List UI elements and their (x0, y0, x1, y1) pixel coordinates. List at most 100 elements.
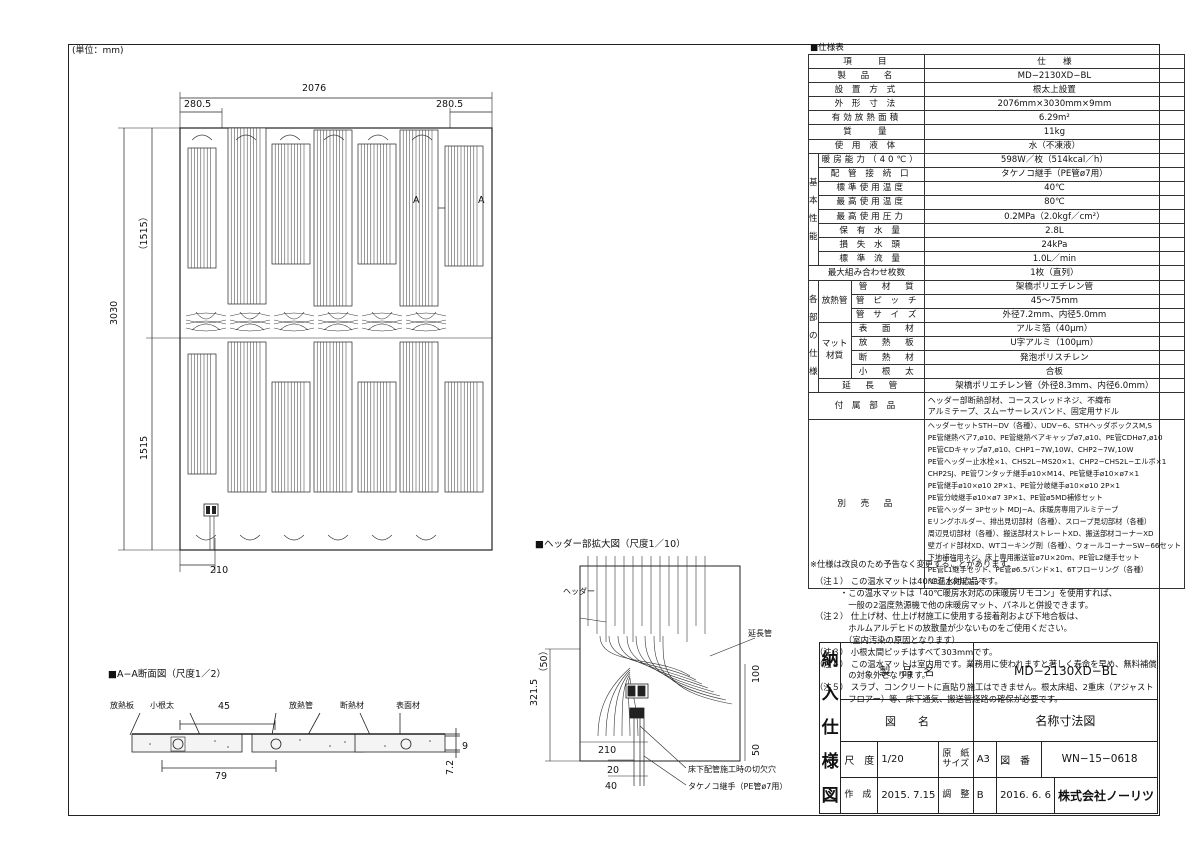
label-heat-plate: 放熱板 (110, 701, 134, 710)
spec-value: 2076mm×3030mm×9mm (923, 96, 1186, 112)
spec-label: 付 属 部 品 (808, 392, 925, 421)
dim-45: 45 (218, 701, 231, 712)
spec-label: 表 面 材 (850, 321, 925, 337)
label-header: ヘッダー (563, 587, 595, 596)
spec-header-item: 項 目 (808, 53, 925, 70)
spec-value: 架橋ポリエチレン管（外径8.3mm、内径6.0mm） (923, 378, 1186, 394)
optional-item-line: PE管継手ø10×ø10 2P×1、PE管分岐継手ø10×ø10 2P×1 (927, 481, 1120, 491)
spec-value: 1.0L／min (923, 251, 1186, 267)
scale-label: 尺 度 (840, 740, 879, 778)
note-line: ・この温水マットは「40℃暖房水対応の床暖房リモコン」を使用すれば、 (815, 587, 1117, 598)
spec-label: 配 管 接 続 口 (817, 166, 925, 182)
paper-label: 原 紙サイズ (938, 740, 974, 778)
parts-spec-group: 各部の仕様 (808, 279, 819, 394)
accessories-list: ヘッダー部断熱部材、コーススレッドネジ、不織布アルミテープ、スムーサーレスバンド… (923, 392, 1186, 421)
spec-value: MD−2130XD−BL (923, 68, 1186, 84)
section-mark-left: A (413, 195, 420, 206)
spec-label: 外 形 寸 法 (808, 96, 925, 112)
section-title: ■A−A断面図（尺度1／2） (108, 669, 227, 680)
spec-label: 最大組み合わせ枚数 (808, 265, 925, 281)
optional-item-line: PE管CDキャップø7,ø10、CHP1−7W,10W、CHP2−7W,10W (927, 445, 1134, 455)
dim-9: 9 (462, 741, 469, 752)
spec-label: 最高使用圧力 (817, 209, 925, 225)
label-extension-pipe: 延長管 (748, 629, 772, 638)
note-line: 一般の2温度熱源機で他の床暖房マット、パネルと併設できます。 (815, 599, 1094, 610)
spec-label: 管 材 質 (850, 279, 925, 295)
spec-value: 40℃ (923, 180, 1186, 196)
spec-value: 1枚（直列） (923, 265, 1186, 281)
pipe-group: 放熱管 (817, 279, 852, 323)
spec-label: 標 準 流 量 (817, 251, 925, 267)
optional-item-line: CHP2SJ、PE管ワンタッチ継手ø10×M14、PE管継手ø10×ø7×1 (927, 469, 1140, 479)
dim-bottom-210: 210 (210, 565, 229, 576)
dim-210-header: 210 (598, 745, 617, 756)
spec-value: 根太上設置 (923, 82, 1186, 98)
optional-item-line: NR仕上材用ボンド (927, 577, 989, 587)
spec-value: 11kg (923, 124, 1186, 140)
title-side: 納入仕様図 (818, 642, 842, 814)
dim-20: 20 (607, 765, 620, 776)
product-value: MD−2130XD−BL (972, 641, 1159, 701)
dim-upper-height: （1515） (139, 211, 150, 255)
spec-label: 管 ピ ッ チ (850, 293, 925, 309)
revision-label: 調 整 (938, 776, 974, 815)
spec-value: 24kPa (923, 237, 1186, 253)
note-line: ホルムアルデヒドの放散量が少ないものをご使用ください。 (815, 623, 1072, 634)
spec-label: 標準使用温度 (817, 180, 925, 196)
label-insulation: 断熱材 (340, 701, 364, 710)
optional-item-line: 壁ガイド部材XD、WTコーキング剤（各種）、ウォールコーナーSW−66セット (927, 541, 1182, 551)
revision-date: 2016. 6. 6 (996, 776, 1055, 815)
spec-label: 延 長 管 (817, 378, 925, 394)
spec-label: 別 売 品 (808, 419, 925, 590)
made-value: 2015. 7.15 (877, 776, 940, 815)
paper-value: A3 (972, 740, 998, 778)
spec-label: 小 根 太 (850, 364, 925, 380)
dim-right-width: 280.5 (436, 99, 464, 110)
spec-label: 放 熱 板 (850, 335, 925, 351)
optional-item-line: ヘッダーセットSTH−DV（各種）、UDV−6、STHヘッダボックスM,S (927, 421, 1152, 431)
spec-value: 合板 (923, 364, 1186, 380)
basic-performance-group: 基本性能 (808, 152, 819, 267)
label-cutout-hole: 床下配管施工時の切欠穴 (688, 765, 776, 774)
spec-label: 最高使用温度 (817, 194, 925, 211)
spec-value: 598W／枚（514kcal／h） (923, 152, 1186, 168)
spec-value: 6.29m² (923, 110, 1186, 126)
mat-outline (118, 92, 493, 572)
spec-label: 製 品 名 (808, 68, 925, 84)
dim-lower-height: 1515 (139, 435, 150, 460)
dim-total-width: 2076 (302, 83, 327, 94)
number-label: 図 番 (996, 740, 1043, 778)
section-aa-drawing (129, 712, 460, 772)
made-label: 作 成 (840, 776, 879, 815)
spec-value: 2.8L (923, 223, 1186, 239)
optional-items-list: ヘッダーセットSTH−DV（各種）、UDV−6、STHヘッダボックスM,S PE管… (923, 419, 1186, 590)
spec-label: 断 熱 材 (850, 349, 925, 366)
spec-value: 外径7.2mm、内径5.0mm (923, 307, 1186, 323)
accessory-line: アルミテープ、スムーサーレスバンド、固定用サドル (927, 407, 1119, 417)
section-mark-right: A (478, 195, 485, 206)
label-joint: タケノコ継手（PE管ø7用） (688, 782, 788, 791)
note-line: （室内汚染の原因となります） (815, 634, 960, 645)
unit-label: (単位：mm) (72, 46, 124, 56)
spec-value: タケノコ継手（PE管ø7用） (923, 166, 1186, 182)
spec-table-title: ■仕様表 (810, 43, 844, 53)
spec-label: 損 失 水 頭 (817, 237, 925, 253)
note-line: （注１） この温水マットは40℃温水対応品です。 (815, 576, 1003, 586)
optional-item-line: PE管継熱ベア7,ø10、PE管継熱ベアキャップø7,ø10、PE管CDHø7,… (927, 433, 1163, 443)
number-value: WN−15−0618 (1041, 740, 1158, 778)
mat-group: マット材質 (817, 321, 852, 380)
drawing-value: 名称寸法図 (972, 699, 1159, 742)
spec-value: 80℃ (923, 194, 1186, 211)
spec-value: 架橋ポリエチレン管 (923, 279, 1186, 295)
label-small-joist: 小根太 (150, 701, 174, 710)
title-block: 納入仕様図 製 品 名 MD−2130XD−BL 図 名 名称寸法図 尺 度 1… (818, 641, 1159, 815)
spec-footnote: ※仕様は改良のため予告なく変更することがあります。 (810, 559, 1016, 569)
spec-label: 設 置 方 式 (808, 82, 925, 98)
optional-item-line: 周辺見切部材（各種）、搬送部材ストレートXD、搬送部材コーナーXD (927, 529, 1154, 539)
label-surface: 表面材 (396, 701, 420, 710)
dim-321-5: 321.5 (529, 678, 540, 706)
optional-item-line: 下地補強用ネジ、床上専用搬送管ø7U×20m、PE管L2継手セット (927, 553, 1140, 563)
dim-40: 40 (605, 781, 618, 792)
dim-left-width: 280.5 (184, 99, 212, 110)
